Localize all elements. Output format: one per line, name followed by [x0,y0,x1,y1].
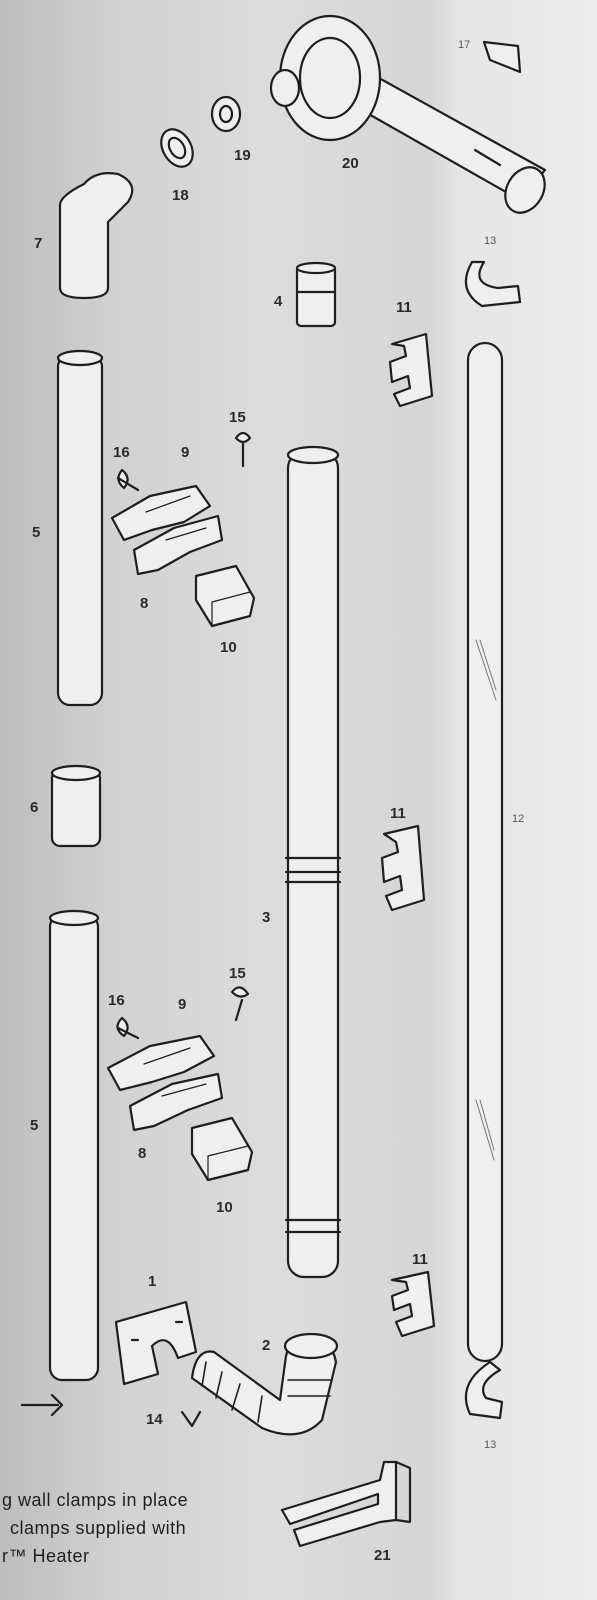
part-1-bracket-plate [114,1300,198,1386]
part-9-bracket-upper [110,484,212,542]
label-18: 18 [172,187,189,204]
label-9-upper: 9 [181,444,190,461]
part-13-top-strap [464,260,522,308]
label-10-upper: 10 [220,639,237,656]
part-8-bracket-lower [128,1072,224,1132]
part-6-sleeve [50,764,102,848]
part-12-tube [466,341,504,1363]
label-16-lower: 16 [108,992,125,1009]
part-15-pin-upper [234,431,252,468]
caption-line-2: clamps supplied with [10,1518,187,1538]
label-19: 19 [234,147,251,164]
part-10-block-lower [190,1116,254,1182]
part-5-lower-pipe [20,909,100,1417]
part-10-block-upper [194,564,256,628]
label-5-upper: 5 [32,524,41,541]
label-21: 21 [374,1547,391,1564]
label-10-lower: 10 [216,1199,233,1216]
label-16-upper: 16 [113,444,130,461]
label-15-lower: 15 [229,965,246,982]
label-15-upper: 15 [229,409,246,426]
label-11-top: 11 [396,299,412,316]
label-8-upper: 8 [140,595,149,612]
label-6: 6 [30,799,39,816]
label-12: 12 [512,813,525,825]
part-16-screw-upper [116,468,140,492]
part-5-upper-pipe [56,349,104,707]
label-9-lower: 9 [178,996,187,1013]
part-11-clip-top [388,332,434,408]
label-3: 3 [262,909,271,926]
label-2: 2 [262,1337,271,1354]
part-3-main-pipe [284,445,342,1279]
part-19-ring [210,95,242,133]
label-7: 7 [34,235,43,252]
label-1: 1 [148,1273,157,1290]
part-4-coupler [295,261,337,328]
part-11-clip-middle [380,824,426,912]
part-21-angle-bracket [280,1460,398,1548]
part-11-clip-bottom [390,1270,436,1338]
part-13-bottom-strap [464,1360,504,1420]
part-15-pin-lower [230,986,250,1022]
part-17-wedge [482,40,522,74]
label-4: 4 [274,293,283,310]
part-7-elbow [58,172,134,300]
part-14-small-clip [180,1410,202,1428]
label-11-middle: 11 [390,805,406,822]
caption-line-3: r™ Heater [2,1546,90,1566]
label-8-lower: 8 [138,1145,147,1162]
label-11-bottom: 11 [412,1251,428,1268]
part-20-outlet-assembly [269,14,547,214]
label-17: 17 [458,39,471,51]
part-2-flex-elbow [190,1332,339,1436]
part-16-screw-lower [116,1016,140,1040]
part-18-clip [160,128,194,168]
label-5-lower: 5 [30,1117,39,1134]
label-13-bottom: 13 [484,1439,497,1451]
label-14: 14 [146,1411,163,1428]
part-8-bracket-upper [132,514,224,576]
label-20: 20 [342,155,359,172]
caption-line-1: g wall clamps in place [2,1490,189,1510]
label-13-top: 13 [484,235,497,247]
